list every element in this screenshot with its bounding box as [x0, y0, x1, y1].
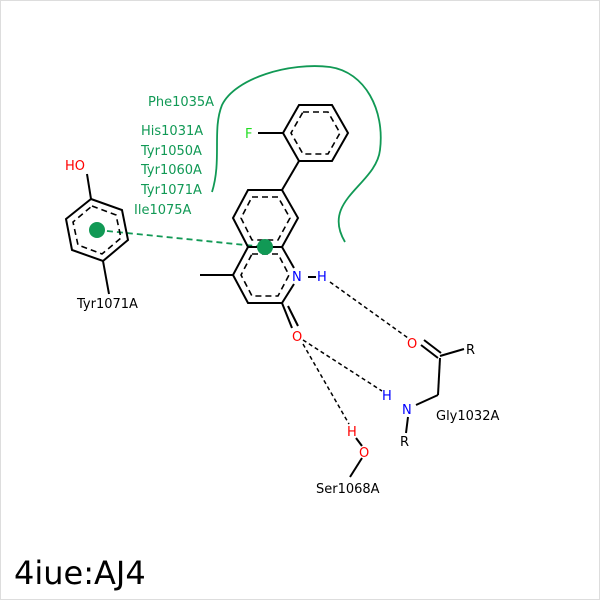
gly-o: O — [407, 337, 417, 352]
residue-tyr1050a: Tyr1050A — [140, 144, 202, 159]
atom-n: N — [292, 270, 302, 285]
hbond-o-gly-nh — [302, 339, 383, 392]
hydrophobic-contact-curve — [211, 65, 382, 243]
residue-phe1035a: Phe1035A — [148, 95, 214, 110]
ser-label: Ser1068A — [316, 482, 380, 497]
atom-f: F — [245, 127, 252, 142]
ring-centroid-tyr — [89, 222, 105, 238]
diagram-title: 4iue:AJ4 — [14, 554, 146, 592]
tyr-hydroxyl: HO — [65, 159, 85, 174]
hbond-nh-gly-o — [329, 281, 409, 339]
gly-r2: R — [400, 435, 409, 450]
atom-h: H — [317, 270, 327, 285]
gly-r1: R — [466, 343, 475, 358]
ser-residue — [349, 437, 363, 478]
tyr-ring — [64, 173, 130, 295]
fluorophenyl-ring — [258, 104, 350, 191]
residue-tyr1071a: Tyr1071A — [140, 183, 202, 198]
gly-h: H — [382, 389, 392, 404]
gly-label: Gly1032A — [436, 409, 499, 424]
ring-centroid-ligand — [257, 239, 273, 255]
gly-n: N — [402, 403, 412, 418]
atom-o: O — [292, 330, 302, 345]
residue-his1031a: His1031A — [141, 124, 203, 139]
ser-o: O — [359, 446, 369, 461]
gly-residue — [405, 339, 465, 434]
tyr-label: Tyr1071A — [76, 297, 138, 312]
hbond-o-ser-oh — [302, 343, 350, 425]
residue-tyr1060a: Tyr1060A — [140, 163, 202, 178]
ser-h: H — [347, 425, 357, 440]
pi-stacking-line — [96, 229, 266, 248]
quinolinone-core — [200, 189, 316, 329]
residue-ile1075a: Ile1075A — [134, 203, 192, 218]
